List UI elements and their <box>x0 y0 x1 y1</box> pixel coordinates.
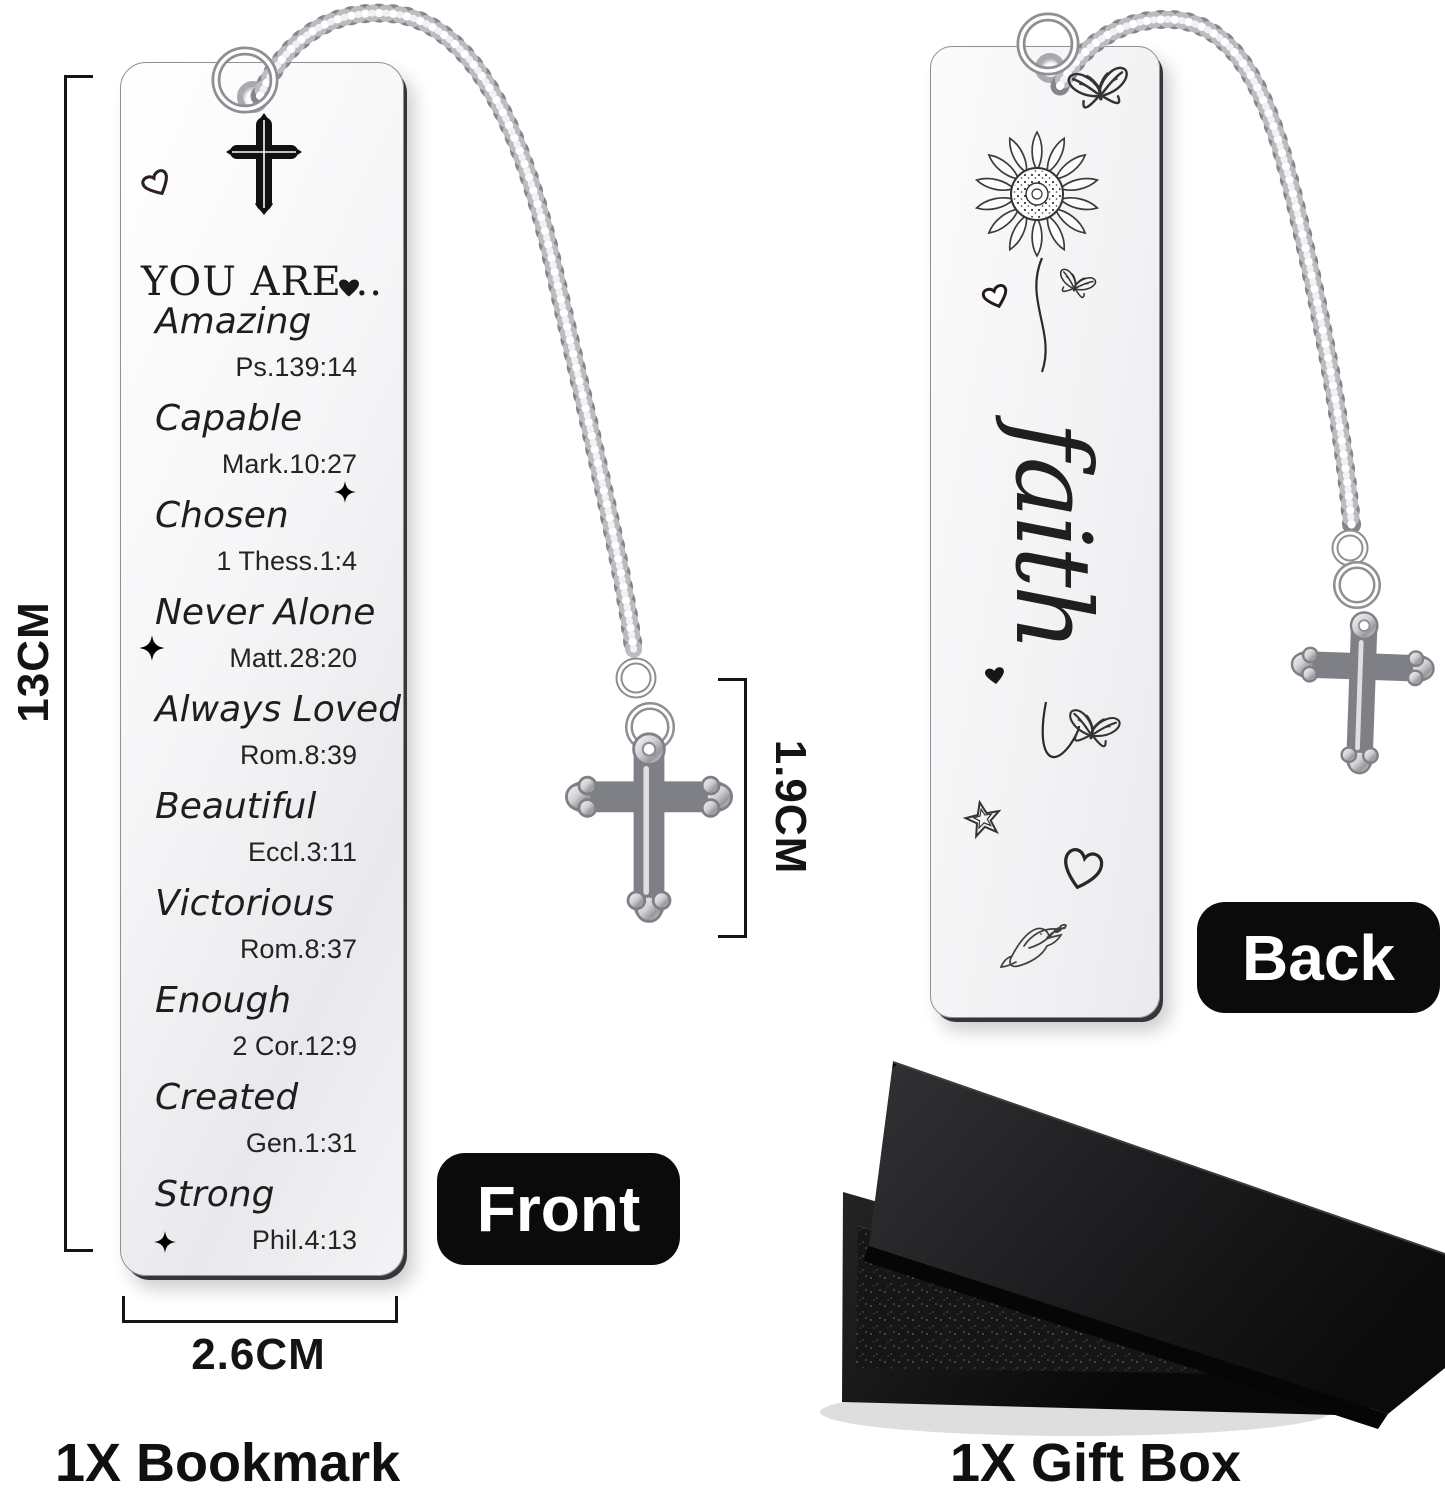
verse-reference: Eccl.3:11 <box>247 837 357 867</box>
affirmation-word: Chosen <box>155 495 289 536</box>
verse-row: Always Loved Rom.8:39 <box>121 681 403 778</box>
bookmark-count-label: 1X Bookmark <box>55 1433 401 1493</box>
verse-reference: 1 Thess.1:4 <box>216 546 357 576</box>
cross-charm <box>566 734 731 922</box>
verse-reference: Mark.10:27 <box>221 449 357 479</box>
verse-row: Enough 2 Cor.12:9 <box>121 972 403 1069</box>
affirmation-word: Always Loved <box>155 689 402 730</box>
verse-reference: Matt.28:20 <box>229 643 357 673</box>
verse-row: Chosen 1 Thess.1:4 <box>121 487 403 584</box>
affirmation-word: Amazing <box>155 301 312 342</box>
gift-box <box>820 1061 1445 1436</box>
verse-reference: Phil.4:13 <box>251 1225 357 1255</box>
verse-reference: Gen.1:31 <box>245 1128 357 1158</box>
gift-box-tray <box>842 1192 1374 1416</box>
height-dimension-label: 13CM <box>9 601 58 723</box>
affirmation-word: Beautiful <box>155 786 317 827</box>
width-dimension-bracket <box>122 1296 398 1323</box>
verse-reference: 2 Cor.12:9 <box>232 1031 357 1061</box>
verse-reference: Rom.8:39 <box>239 740 357 770</box>
bookmark-front: YOU ARE... Amazing Ps.139:14 Capable Mar… <box>120 62 404 1276</box>
verse-reference: Ps.139:14 <box>235 352 357 382</box>
affirmation-word: Enough <box>155 980 292 1021</box>
verse-row: Strong Phil.4:13 <box>121 1166 403 1263</box>
verse-row: Never Alone Matt.28:20 <box>121 584 403 681</box>
affirmation-word: Strong <box>155 1174 275 1215</box>
width-dimension-label: 2.6CM <box>191 1330 326 1379</box>
faith-script-text: faith <box>992 421 1114 649</box>
affirmation-word: Victorious <box>155 883 334 924</box>
affirmation-word: Created <box>155 1077 299 1118</box>
cross-charm <box>1288 610 1435 776</box>
gift-box-lid <box>869 1062 1445 1414</box>
verse-row: Capable Mark.10:27 <box>121 390 403 487</box>
height-dimension-bracket <box>64 75 93 1252</box>
gift-box-foam <box>856 1226 1252 1374</box>
charm-dimension-label: 1.9CM <box>766 739 815 875</box>
affirmation-word: Never Alone <box>155 592 376 633</box>
verse-row: Created Gen.1:31 <box>121 1069 403 1166</box>
verse-row: Beautiful Eccl.3:11 <box>121 778 403 875</box>
giftbox-count-label: 1X Gift Box <box>950 1433 1242 1493</box>
back-badge: Back <box>1197 902 1440 1013</box>
bookmark-hole <box>237 81 269 113</box>
verse-row: Amazing Ps.139:14 <box>121 293 403 390</box>
verse-reference: Rom.8:37 <box>239 934 357 964</box>
charm-dimension-bracket <box>718 678 747 938</box>
verse-row: Victorious Rom.8:37 <box>121 875 403 972</box>
front-badge: Front <box>437 1153 680 1265</box>
bookmark-hole <box>1035 53 1065 83</box>
affirmation-list: Amazing Ps.139:14 Capable Mark.10:27 Cho… <box>121 293 403 1263</box>
affirmation-word: Capable <box>155 398 303 439</box>
